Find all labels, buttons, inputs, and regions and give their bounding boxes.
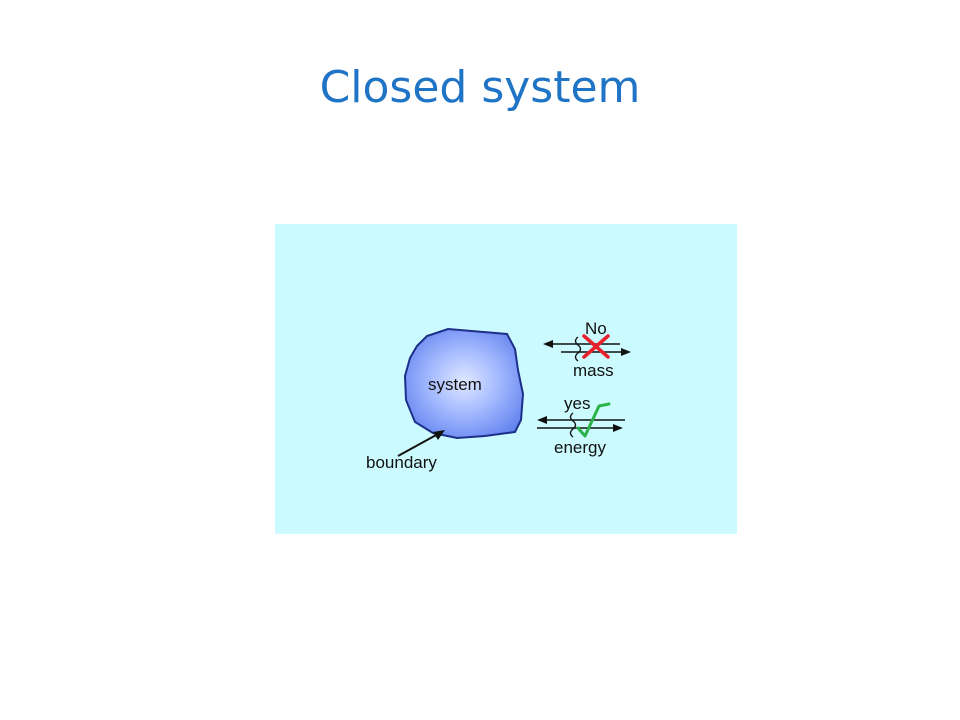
energy-label: energy [554,438,606,457]
system-label: system [428,375,482,394]
closed-system-diagram: system boundary No mass yes [275,224,737,534]
mass-label: mass [573,361,614,380]
slide-title: Closed system [319,62,641,113]
mass-no-label: No [585,319,607,338]
energy-yes-label: yes [564,394,590,413]
mass-boundary-squiggle [574,336,582,362]
boundary-arrow [397,433,439,457]
boundary-arrowhead [433,430,445,440]
energy-boundary-squiggle [569,412,577,438]
energy-out-arrowhead [537,416,547,424]
mass-transfer-group: No mass [543,319,631,380]
diagram-canvas: system boundary No mass yes [366,319,631,472]
system-boundary-shape [403,327,525,440]
mass-cross-mark-2 [582,334,610,359]
energy-in-arrowhead [613,424,623,432]
boundary-label: boundary [366,453,437,472]
mass-in-arrowhead [621,348,631,356]
energy-check-mark [576,402,611,438]
energy-transfer-group: yes energy [537,394,625,457]
mass-out-arrowhead [543,340,553,348]
